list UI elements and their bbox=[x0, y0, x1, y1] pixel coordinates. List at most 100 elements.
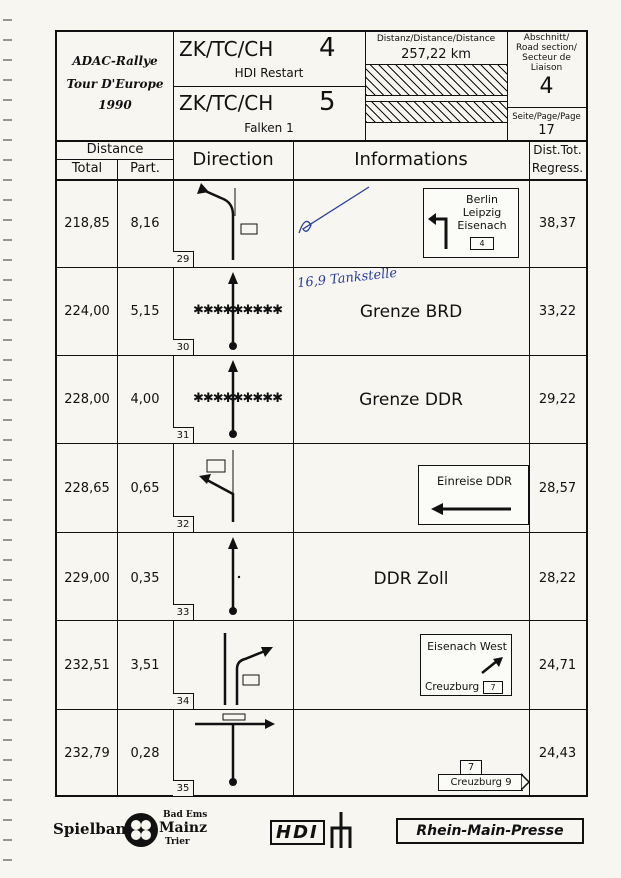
border-line-icon: ✱✱✱✱✱✱✱✱✱ bbox=[193, 303, 283, 318]
total-distance: 228,00 bbox=[64, 392, 110, 407]
road-sign: Einreise DDR bbox=[418, 465, 529, 525]
abschnitt-label: Liaison bbox=[530, 63, 563, 73]
rhein-main-presse-logo: Rhein-Main-Presse bbox=[396, 818, 584, 844]
header-divider bbox=[57, 140, 586, 142]
route-number-badge: 4 bbox=[470, 237, 494, 250]
page-label: Seite/Page/Page bbox=[512, 112, 581, 122]
info-text: Grenze DDR bbox=[359, 390, 463, 410]
info-text: Grenze BRD bbox=[359, 302, 463, 322]
handwritten-note: 16,9 Tankstelle bbox=[296, 265, 398, 292]
table-row: 229,00 0,35 33 DDR Zoll 28,22 bbox=[57, 532, 586, 620]
route-number-badge: 7 bbox=[483, 681, 503, 694]
section-name: HDI Restart bbox=[234, 66, 304, 80]
total-distance: 232,51 bbox=[64, 658, 110, 673]
diagram-number: 33 bbox=[173, 604, 194, 620]
section-name: Falken 1 bbox=[244, 121, 294, 135]
direction-diagram: ✱✱✱✱✱✱✱✱✱ 30 bbox=[173, 268, 293, 355]
regress-distance: 33,22 bbox=[538, 304, 577, 319]
handwritten-check-mark bbox=[298, 186, 370, 234]
abschnitt-label: Abschnitt/ bbox=[523, 33, 570, 43]
distance-subdivider bbox=[57, 159, 173, 160]
tulip-diagram bbox=[228, 537, 241, 615]
col-informations: Informations bbox=[354, 149, 468, 170]
regress-distance: 28,57 bbox=[538, 481, 577, 496]
col-regress: Regress. bbox=[531, 161, 584, 175]
direction-diagram: 34 bbox=[173, 621, 293, 709]
regress-distance: 24,43 bbox=[538, 746, 577, 761]
col-line-total-part bbox=[117, 159, 118, 795]
border-line-icon: ✱✱✱✱✱✱✱✱✱ bbox=[193, 391, 283, 406]
direction-diagram: 35 bbox=[173, 710, 293, 796]
roadbook-page: ADAC-Rallye Tour D'Europe 1990 ZK/TC/CH … bbox=[55, 30, 588, 797]
sign-text: Einreise DDR bbox=[437, 474, 512, 488]
info-text: DDR Zoll bbox=[373, 569, 449, 589]
hdi-text: HDI bbox=[270, 820, 325, 845]
col-distance: Distance bbox=[86, 142, 144, 157]
abschnitt-label: Secteur de bbox=[522, 53, 571, 63]
city-name: Mainz bbox=[159, 820, 208, 836]
table-row: 228,00 4,00 ✱✱✱✱✱✱✱✱✱ 31 Grenze DDR 29,2… bbox=[57, 355, 586, 443]
tulip-diagram bbox=[199, 450, 235, 522]
col-line-regress bbox=[529, 140, 530, 795]
city-name: Bad Ems bbox=[163, 810, 208, 820]
tulip-diagram bbox=[228, 360, 238, 438]
part-distance: 0,65 bbox=[130, 481, 160, 496]
total-distance: 218,85 bbox=[64, 216, 110, 231]
hdi-logo: HDI bbox=[270, 810, 360, 850]
tulip-diagram bbox=[197, 183, 258, 260]
column-header-divider bbox=[57, 179, 586, 181]
direction-diagram: 32 bbox=[173, 444, 293, 532]
sign-destination: Eisenach West bbox=[427, 640, 507, 653]
col-dist-tot: Dist.Tot. bbox=[533, 143, 582, 157]
sign-destination: Leipzig bbox=[462, 206, 502, 219]
part-distance: 0,35 bbox=[130, 571, 160, 586]
total-distance: 228,65 bbox=[64, 481, 110, 496]
table-row: 228,65 0,65 32 Einreise DDR 28,57 bbox=[57, 443, 586, 532]
diagram-number: 32 bbox=[173, 516, 194, 532]
col-direction: Direction bbox=[192, 149, 274, 170]
table-row: 232,79 0,28 35 7 Creuzburg 9 24,43 bbox=[57, 709, 586, 796]
table-row: 224,00 5,15 ✱✱✱✱✱✱✱✱✱ 30 16,9 Tankstelle… bbox=[57, 265, 586, 355]
sign-destination: Eisenach bbox=[457, 219, 507, 232]
header-col-divider bbox=[365, 32, 366, 140]
regress-distance: 38,37 bbox=[538, 216, 577, 231]
section-divider bbox=[173, 86, 365, 87]
spielbank-text: Spielbank bbox=[53, 820, 137, 838]
diagram-number: 35 bbox=[173, 780, 194, 796]
col-part: Part. bbox=[130, 161, 160, 176]
sign-destination: Creuzburg bbox=[425, 681, 480, 693]
part-distance: 4,00 bbox=[130, 392, 160, 407]
rmp-text: Rhein-Main-Presse bbox=[416, 823, 564, 839]
distance-label: Distanz/Distance/Distance bbox=[376, 34, 496, 44]
section-code: ZK/TC/CH bbox=[179, 91, 274, 115]
road-sign: Creuzburg 9 bbox=[438, 774, 523, 791]
regress-distance: 24,71 bbox=[538, 658, 577, 673]
spielbank-logo: Spielbank Bad Ems Mainz Trier bbox=[53, 810, 208, 850]
abschnitt-label: Road section/ bbox=[516, 43, 577, 53]
event-name: ADAC-Rallye bbox=[72, 54, 158, 68]
col-line-direction bbox=[173, 140, 174, 795]
part-distance: 3,51 bbox=[130, 658, 160, 673]
arrow-up-right-icon bbox=[481, 657, 503, 674]
total-distance: 229,00 bbox=[64, 571, 110, 586]
part-distance: 0,28 bbox=[130, 746, 160, 761]
event-tour: Tour D'Europe bbox=[66, 77, 164, 91]
diagram-number: 34 bbox=[173, 693, 194, 709]
sign-destination: Berlin bbox=[466, 193, 498, 206]
abschnitt-value: 4 bbox=[539, 74, 554, 99]
distance-value: 257,22 km bbox=[401, 47, 471, 62]
diagram-number: 31 bbox=[173, 427, 194, 443]
table-row: 232,51 3,51 34 Eisenach West Creuzburg 7… bbox=[57, 620, 586, 709]
clover-icon bbox=[124, 813, 158, 847]
diagram-number: 29 bbox=[173, 251, 194, 267]
section-number: 5 bbox=[319, 87, 336, 117]
turn-left-arrow-icon bbox=[428, 213, 448, 249]
direction-diagram: 33 bbox=[173, 533, 293, 620]
road-sign: Eisenach West Creuzburg 7 bbox=[420, 634, 512, 696]
section-code: ZK/TC/CH bbox=[179, 37, 274, 61]
event-year: 1990 bbox=[98, 98, 132, 112]
part-distance: 8,16 bbox=[130, 216, 160, 231]
city-name: Trier bbox=[165, 837, 190, 847]
direction-diagram: ✱✱✱✱✱✱✱✱✱ 31 bbox=[173, 356, 293, 443]
hdi-emblem-icon bbox=[330, 812, 352, 848]
